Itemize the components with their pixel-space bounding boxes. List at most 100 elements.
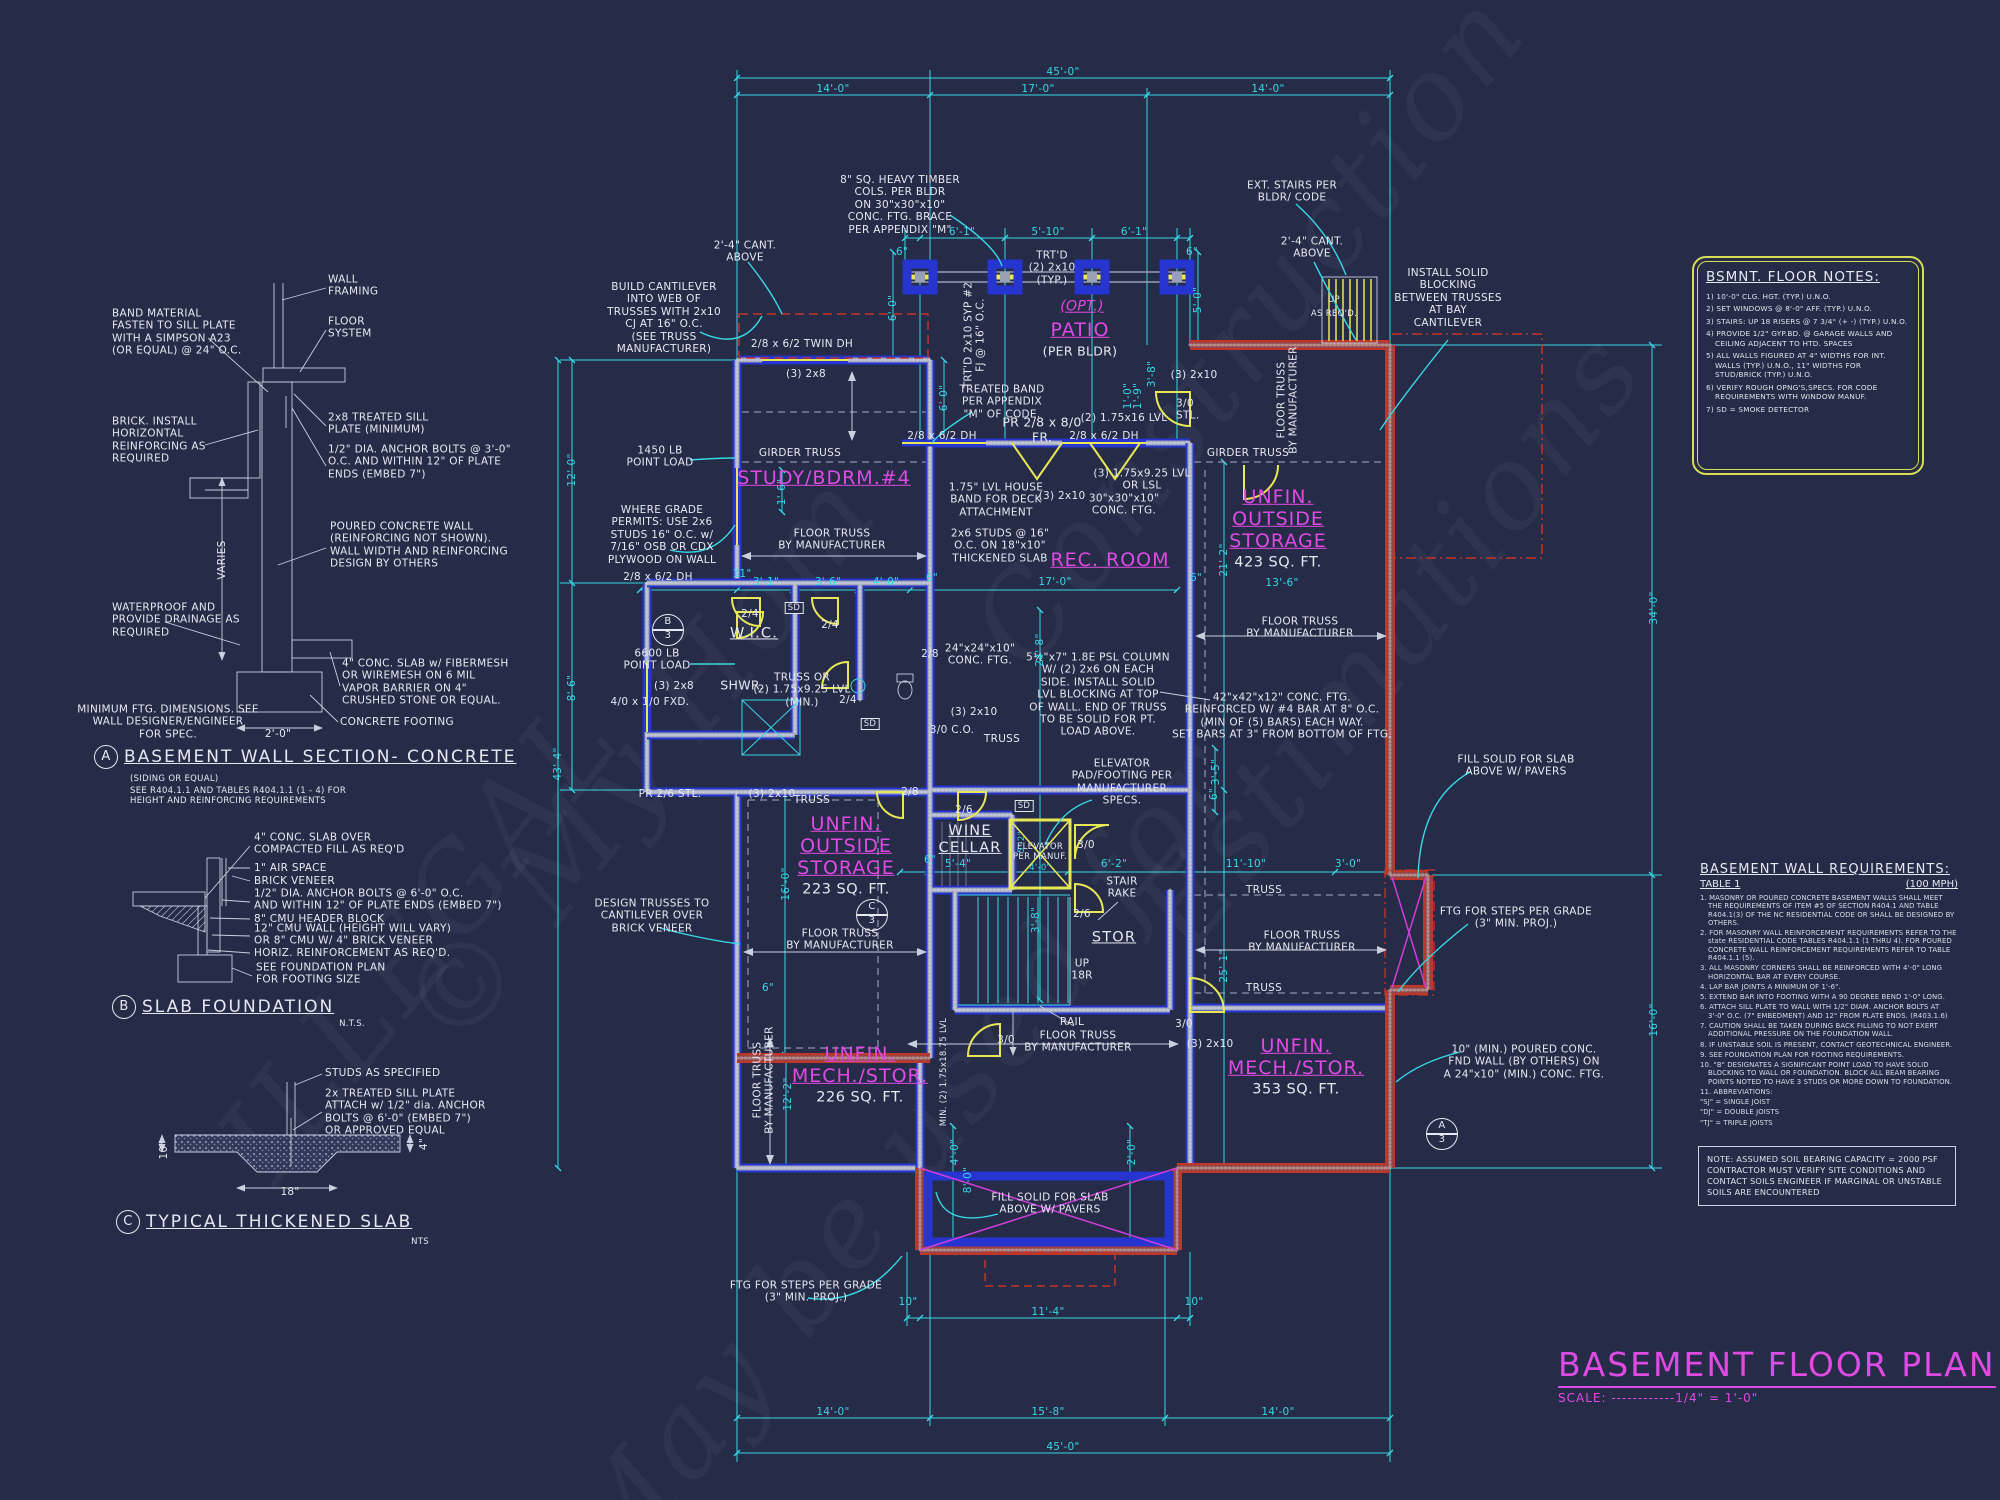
wall-requirement-item: "SJ" = SINGLE JOIST — [1700, 1098, 1771, 1107]
annotation: 4'-0" — [1029, 862, 1051, 873]
annotation: TYPICAL THICKENED SLAB — [146, 1211, 413, 1232]
floor-note-item: 5) ALL WALLS FIGURED AT 4" WIDTHS FOR IN… — [1706, 351, 1886, 380]
annotation: MIN. (2) 1.75x18.75 LVL — [938, 1017, 949, 1127]
annotation: 3'-6" — [814, 575, 842, 588]
annotation: CONCRETE FOOTING — [340, 715, 454, 728]
annotation: 24"x24"x10" CONC. FTG. — [944, 642, 1016, 667]
wall-requirement-item: 10. "B" DESIGNATES A SIGNIFICANT POINT L… — [1700, 1061, 1953, 1086]
annotation: 6" — [923, 853, 937, 866]
annotation: (3) 2x8 — [654, 679, 694, 692]
annotation: EXT. STAIRS PER BLDR/ CODE — [1246, 179, 1338, 204]
wall-requirement-item: 5. EXTEND BAR INTO FOOTING WITH A 90 DEG… — [1700, 993, 1946, 1002]
annotation: 5'-2" — [1016, 831, 1027, 853]
annotation: 6" — [1185, 245, 1199, 258]
annotation: SD — [860, 717, 880, 731]
annotation: 223 SQ. FT. — [802, 881, 890, 898]
annotation: PR 2/8 x 8/0 FR. — [1002, 414, 1082, 444]
annotation: 1'-9" — [1131, 382, 1144, 410]
annotation: FTG FOR STEPS PER GRADE (3" MIN. PROJ.) — [1439, 905, 1593, 930]
annotation: 2x TREATED SILL PLATE ATTACH w/ 1/2" dia… — [325, 1087, 486, 1137]
annotation: 10" — [1184, 1295, 1204, 1308]
annotation: 10" — [157, 1140, 170, 1160]
annotation: 4" CONC. SLAB OVER COMPACTED FILL AS REQ… — [254, 831, 405, 856]
annotation: 11'-10" — [1225, 857, 1267, 870]
annotation: 226 SQ. FT. — [816, 1089, 904, 1106]
annotation: SEE R404.1.1 AND TABLES R404.1.1 (1 - 4)… — [130, 785, 347, 806]
annotation: 6'-0" — [886, 294, 899, 322]
annotation: 21'-2" — [1217, 543, 1230, 577]
bath-fixtures — [741, 673, 914, 756]
floor-notes-heading: BSMNT. FLOOR NOTES: — [1706, 269, 1880, 285]
annotation: 5'-0" — [1191, 286, 1204, 314]
annotation: TRUSS — [983, 732, 1021, 745]
annotation: STOR — [1091, 929, 1137, 946]
annotation: 3'-8" — [1029, 906, 1042, 934]
annotation: 4" — [417, 1137, 430, 1151]
annotation: 14'-0" — [1261, 1405, 1295, 1418]
annotation: 12'-0" — [565, 453, 578, 487]
annotation: UNFIN. — [1242, 485, 1314, 508]
cantilever-dashed — [738, 313, 1543, 559]
annotation: HORIZ. REINFORCEMENT AS REQ'D. — [254, 946, 451, 959]
annotation: UP — [1328, 294, 1340, 305]
annotation: 45'-0" — [1046, 1440, 1080, 1453]
annotation: SD — [1014, 799, 1034, 813]
annotation: B 3 — [652, 614, 684, 646]
annotation: 2/8 x 6/2 DH — [907, 429, 977, 442]
annotation: FTG FOR STEPS PER GRADE (3" MIN. PROJ.) — [729, 1279, 883, 1304]
annotation: 1450 LB POINT LOAD — [626, 444, 694, 469]
annotation: TRT'D (2) 2x10 (TYP.) — [1028, 249, 1076, 287]
annotation: FLOOR TRUSS BY MANUFACTURER — [778, 527, 886, 552]
annotation: REC. ROOM — [1050, 548, 1170, 571]
annotation: TRUSS — [1245, 883, 1283, 896]
annotation: 2x8 TREATED SILL PLATE (MINIMUM) — [328, 411, 429, 436]
annotation: BASEMENT WALL SECTION- CONCRETE — [124, 746, 517, 767]
annotation: 14'-0" — [816, 82, 850, 95]
annotation: B — [112, 995, 136, 1019]
annotation: (2) 1.75x16 LVL — [1080, 411, 1168, 424]
annotation: RAIL — [1059, 1015, 1085, 1028]
annotation: PATIO — [1050, 318, 1110, 341]
door-swings — [730, 391, 1279, 1057]
annotation: INSTALL SOLID BLOCKING BETWEEN TRUSSES A… — [1394, 267, 1502, 329]
annotation: 3/0 — [1077, 838, 1095, 851]
wall-requirements-box: BASEMENT WALL REQUIREMENTS: TABLE 1 (100… — [1700, 862, 1958, 1129]
annotation: 13'-6" — [1265, 576, 1299, 589]
sheet-scale: SCALE: ------------1/4" = 1'-0" — [1558, 1391, 1759, 1405]
annotation: FLOOR TRUSS BY MANUFACTURER — [1248, 929, 1356, 954]
sheet-title: BASEMENT FLOOR PLAN — [1558, 1345, 1996, 1388]
annotation: POURED CONCRETE WALL (REINFORCING NOT SH… — [330, 520, 508, 570]
annotation: UNFIN. — [810, 812, 882, 835]
annotation: GIRDER TRUSS — [1206, 446, 1290, 459]
annotation: W.I.C. — [729, 625, 779, 642]
annotation: 2'-4" CANT. ABOVE — [713, 239, 777, 264]
annotation: WALL FRAMING — [328, 273, 379, 298]
annotation: 8'-0" — [961, 1166, 974, 1194]
wall-requirement-item: 1. MASONRY OR POURED CONCRETE BASEMENT W… — [1700, 894, 1955, 927]
annotation: 2/8 x 6/2 TWIN DH — [750, 337, 854, 350]
annotation: SLAB FOUNDATION — [142, 996, 335, 1017]
annotation: FLOOR TRUSS BY MANUFACTURER — [751, 1026, 776, 1134]
annotation: 6" — [761, 981, 775, 994]
annotation: 2/4 — [839, 693, 857, 706]
annotation: (3) 2x10 — [748, 787, 796, 800]
annotation: TRUSS OR (2) 1.75x9.25 LVL (MIN.) — [753, 671, 851, 709]
annotation: PR 2/6 STL. — [638, 787, 702, 800]
annotation: 1.75" LVL HOUSE BAND FOR DECK ATTACHMENT — [948, 481, 1044, 519]
annotation: 14'-0" — [816, 1405, 850, 1418]
detail-b-slab-foundation — [132, 857, 233, 983]
annotation: (PER BLDR) — [1042, 343, 1118, 359]
wind-label: (100 MPH) — [1905, 879, 1958, 890]
annotation: WHERE GRADE PERMITS: USE 2x6 STUDS 16" O… — [607, 504, 717, 566]
annotation: 4/0 x 1/0 FXD. — [610, 695, 690, 708]
dimension-lines — [554, 74, 1656, 1457]
annotation: SD — [784, 601, 804, 615]
annotation: (3) 2x10 — [950, 705, 998, 718]
annotation: 2/6 — [955, 803, 973, 816]
annotation: 3'-1" — [752, 575, 780, 588]
floor-note-item: 2) SET WINDOWS @ 8'-0" AFF. (TYP.) U.N.O… — [1706, 304, 1873, 314]
annotation: BRICK VENEER — [254, 874, 335, 887]
elevator — [1008, 818, 1072, 890]
annotation: 353 SQ. FT. — [1252, 1081, 1340, 1098]
annotation: 8'-6" — [565, 674, 578, 702]
